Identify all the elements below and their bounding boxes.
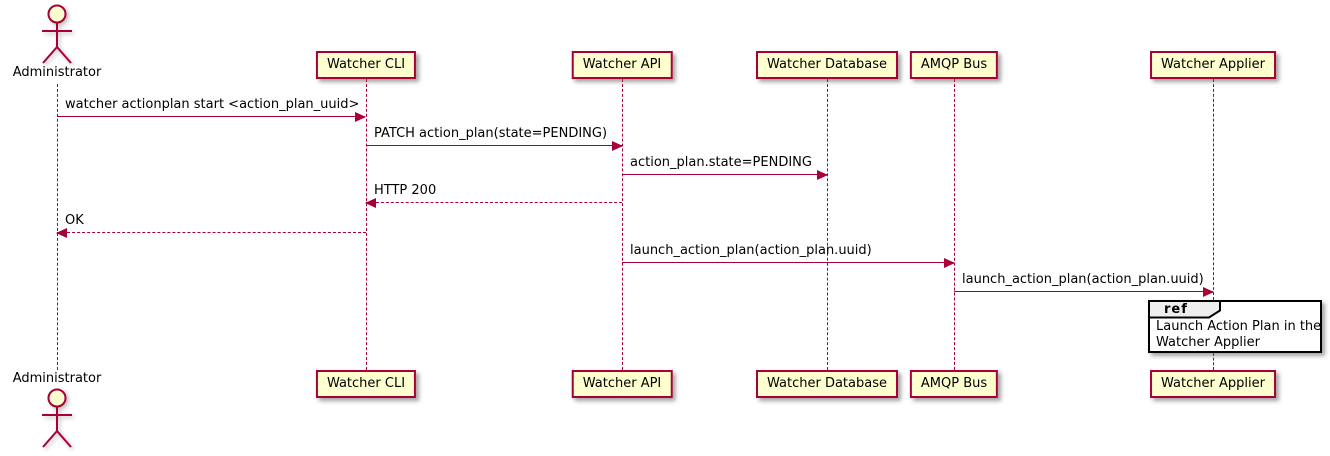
arrowhead-icon bbox=[612, 141, 623, 151]
message-state-pending: action_plan.state=PENDING bbox=[622, 153, 828, 180]
ref-fragment: ref Launch Action Plan in the Watcher Ap… bbox=[1148, 300, 1322, 353]
participant-watcher-cli-top: Watcher CLI bbox=[315, 51, 417, 79]
message-launch-action-plan-api-amqp: launch_action_plan(action_plan.uuid) bbox=[622, 241, 955, 268]
participant-watcher-api-top: Watcher API bbox=[571, 51, 673, 79]
message-label: launch_action_plan(action_plan.uuid) bbox=[962, 272, 1204, 287]
ref-tab-shape bbox=[1148, 300, 1221, 319]
message-patch-action-plan: PATCH action_plan(state=PENDING) bbox=[366, 124, 623, 151]
message-label: launch_action_plan(action_plan.uuid) bbox=[630, 243, 872, 258]
actor-administrator-figure-top bbox=[42, 4, 72, 64]
message-label: action_plan.state=PENDING bbox=[630, 155, 812, 170]
arrowhead-icon bbox=[944, 258, 955, 268]
participant-watcher-database-top: Watcher Database bbox=[756, 51, 898, 79]
arrowhead-icon bbox=[56, 228, 67, 238]
participant-watcher-cli-bottom: Watcher CLI bbox=[315, 370, 417, 398]
message-label: watcher actionplan start <action_plan_uu… bbox=[65, 97, 360, 112]
ref-text-line1: Launch Action Plan in the bbox=[1156, 319, 1322, 334]
lifeline-administrator bbox=[57, 84, 58, 370]
lifeline-watcher-applier-tail bbox=[1213, 353, 1214, 370]
participant-watcher-database-bottom: Watcher Database bbox=[756, 370, 898, 398]
message-line bbox=[366, 145, 622, 146]
arrowhead-icon bbox=[355, 112, 366, 122]
message-http-200: HTTP 200 bbox=[365, 181, 622, 208]
participant-watcher-api-bottom: Watcher API bbox=[571, 370, 673, 398]
participant-watcher-applier-top: Watcher Applier bbox=[1150, 51, 1276, 79]
lifeline-watcher-cli bbox=[366, 79, 367, 370]
ref-text: Launch Action Plan in the Watcher Applie… bbox=[1156, 319, 1321, 351]
message-label: OK bbox=[65, 213, 84, 228]
participant-watcher-applier-bottom: Watcher Applier bbox=[1150, 370, 1276, 398]
message-line bbox=[954, 291, 1213, 292]
actor-administrator-label-top: Administrator bbox=[12, 65, 102, 80]
message-line bbox=[622, 262, 954, 263]
arrowhead-icon bbox=[817, 170, 828, 180]
actor-administrator-figure-bottom bbox=[42, 388, 72, 448]
message-launch-action-plan-amqp-applier: launch_action_plan(action_plan.uuid) bbox=[954, 270, 1214, 297]
ref-keyword: ref bbox=[1164, 302, 1188, 317]
lifeline-watcher-applier bbox=[1213, 79, 1214, 300]
message-ok: OK bbox=[56, 211, 366, 238]
arrowhead-icon bbox=[1203, 287, 1214, 297]
lifeline-watcher-database bbox=[827, 79, 828, 370]
message-line bbox=[57, 116, 365, 117]
arrowhead-icon bbox=[365, 198, 376, 208]
message-line bbox=[622, 174, 827, 175]
message-line bbox=[57, 232, 366, 233]
participant-amqp-bus-bottom: AMQP Bus bbox=[909, 370, 999, 398]
message-label: PATCH action_plan(state=PENDING) bbox=[374, 126, 608, 141]
participant-amqp-bus-top: AMQP Bus bbox=[909, 51, 999, 79]
message-label: HTTP 200 bbox=[374, 183, 437, 198]
lifeline-amqp-bus bbox=[954, 79, 955, 370]
message-actionplan-start: watcher actionplan start <action_plan_uu… bbox=[57, 95, 366, 122]
lifeline-watcher-api bbox=[622, 79, 623, 370]
ref-text-line2: Watcher Applier bbox=[1156, 335, 1260, 350]
message-line bbox=[366, 202, 622, 203]
actor-administrator-label-bottom: Administrator bbox=[12, 371, 102, 386]
